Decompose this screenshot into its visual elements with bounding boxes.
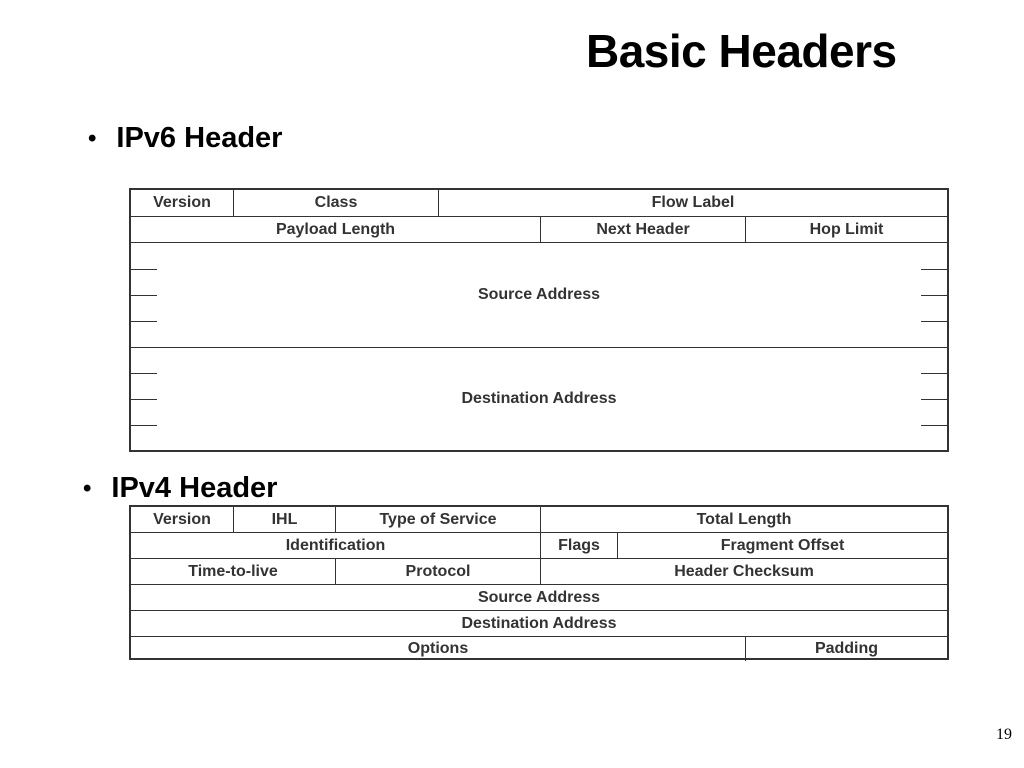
ipv4-heading: IPv4 Header bbox=[111, 472, 278, 504]
ipv4-row: Destination Address bbox=[131, 611, 947, 637]
bullet-icon: • bbox=[88, 124, 97, 152]
ipv6-field-version: Version bbox=[131, 190, 234, 216]
ipv6-field-hop-limit: Hop Limit bbox=[809, 220, 884, 238]
ipv6-field-next-header: Next Header bbox=[541, 217, 746, 242]
ipv6-field-flow-label: Flow Label bbox=[651, 194, 735, 211]
ipv4-header-diagram: Version IHL Type of Service Total Length… bbox=[129, 505, 949, 661]
word-boundary-tick bbox=[921, 321, 947, 322]
slide-title: Basic Headers bbox=[586, 25, 897, 77]
ipv4-field-fragment-offset: Fragment Offset bbox=[720, 536, 845, 554]
ipv6-field-class: Class bbox=[234, 190, 439, 216]
ipv4-row: Version IHL Type of Service Total Length bbox=[131, 507, 947, 533]
ipv4-field-destination-address: Destination Address bbox=[461, 614, 617, 632]
ipv6-source-address-label: Source Address bbox=[477, 286, 601, 303]
ipv4-field-source-address: Source Address bbox=[477, 588, 601, 606]
ipv6-destination-address-label: Destination Address bbox=[461, 390, 617, 407]
word-boundary-tick bbox=[131, 295, 157, 296]
ipv4-field-ihl: IHL bbox=[234, 507, 336, 532]
page-number: 19 bbox=[996, 726, 1012, 743]
ipv6-header-diagram: Version Class Flow Label Payload Length … bbox=[129, 188, 949, 452]
ipv6-heading: IPv6 Header bbox=[116, 122, 283, 154]
ipv6-field-destination-address: Destination Address bbox=[131, 348, 947, 450]
ipv4-field-total-length: Total Length bbox=[696, 510, 792, 528]
ipv4-field-identification: Identification bbox=[131, 533, 541, 558]
ipv4-field-header-checksum: Header Checksum bbox=[674, 562, 814, 580]
ipv6-bullet: • IPv6 Header bbox=[88, 122, 282, 155]
ipv4-field-flags: Flags bbox=[541, 533, 618, 558]
ipv4-row: Time-to-live Protocol Header Checksum bbox=[131, 559, 947, 585]
ipv4-row: Source Address bbox=[131, 585, 947, 611]
ipv6-row: Version Class Flow Label bbox=[131, 190, 947, 217]
ipv4-bullet: • IPv4 Header bbox=[83, 472, 277, 505]
word-boundary-tick bbox=[921, 425, 947, 426]
ipv6-row: Payload Length Next Header Hop Limit bbox=[131, 217, 947, 243]
word-boundary-tick bbox=[131, 269, 157, 270]
word-boundary-tick bbox=[131, 373, 157, 374]
word-boundary-tick bbox=[921, 399, 947, 400]
ipv4-field-type-of-service: Type of Service bbox=[336, 507, 541, 532]
ipv4-field-version: Version bbox=[131, 507, 234, 532]
word-boundary-tick bbox=[131, 425, 157, 426]
ipv4-row: Options Padding bbox=[131, 637, 947, 661]
word-boundary-tick bbox=[921, 373, 947, 374]
ipv4-field-protocol: Protocol bbox=[336, 559, 541, 584]
word-boundary-tick bbox=[131, 321, 157, 322]
ipv6-field-source-address: Source Address bbox=[131, 243, 947, 348]
word-boundary-tick bbox=[131, 399, 157, 400]
word-boundary-tick bbox=[921, 269, 947, 270]
word-boundary-tick bbox=[921, 295, 947, 296]
ipv4-field-time-to-live: Time-to-live bbox=[131, 559, 336, 584]
ipv4-row: Identification Flags Fragment Offset bbox=[131, 533, 947, 559]
ipv6-field-payload-length: Payload Length bbox=[131, 217, 541, 242]
ipv4-field-padding: Padding bbox=[814, 640, 879, 657]
bullet-icon: • bbox=[83, 474, 92, 502]
ipv4-field-options: Options bbox=[131, 637, 746, 661]
